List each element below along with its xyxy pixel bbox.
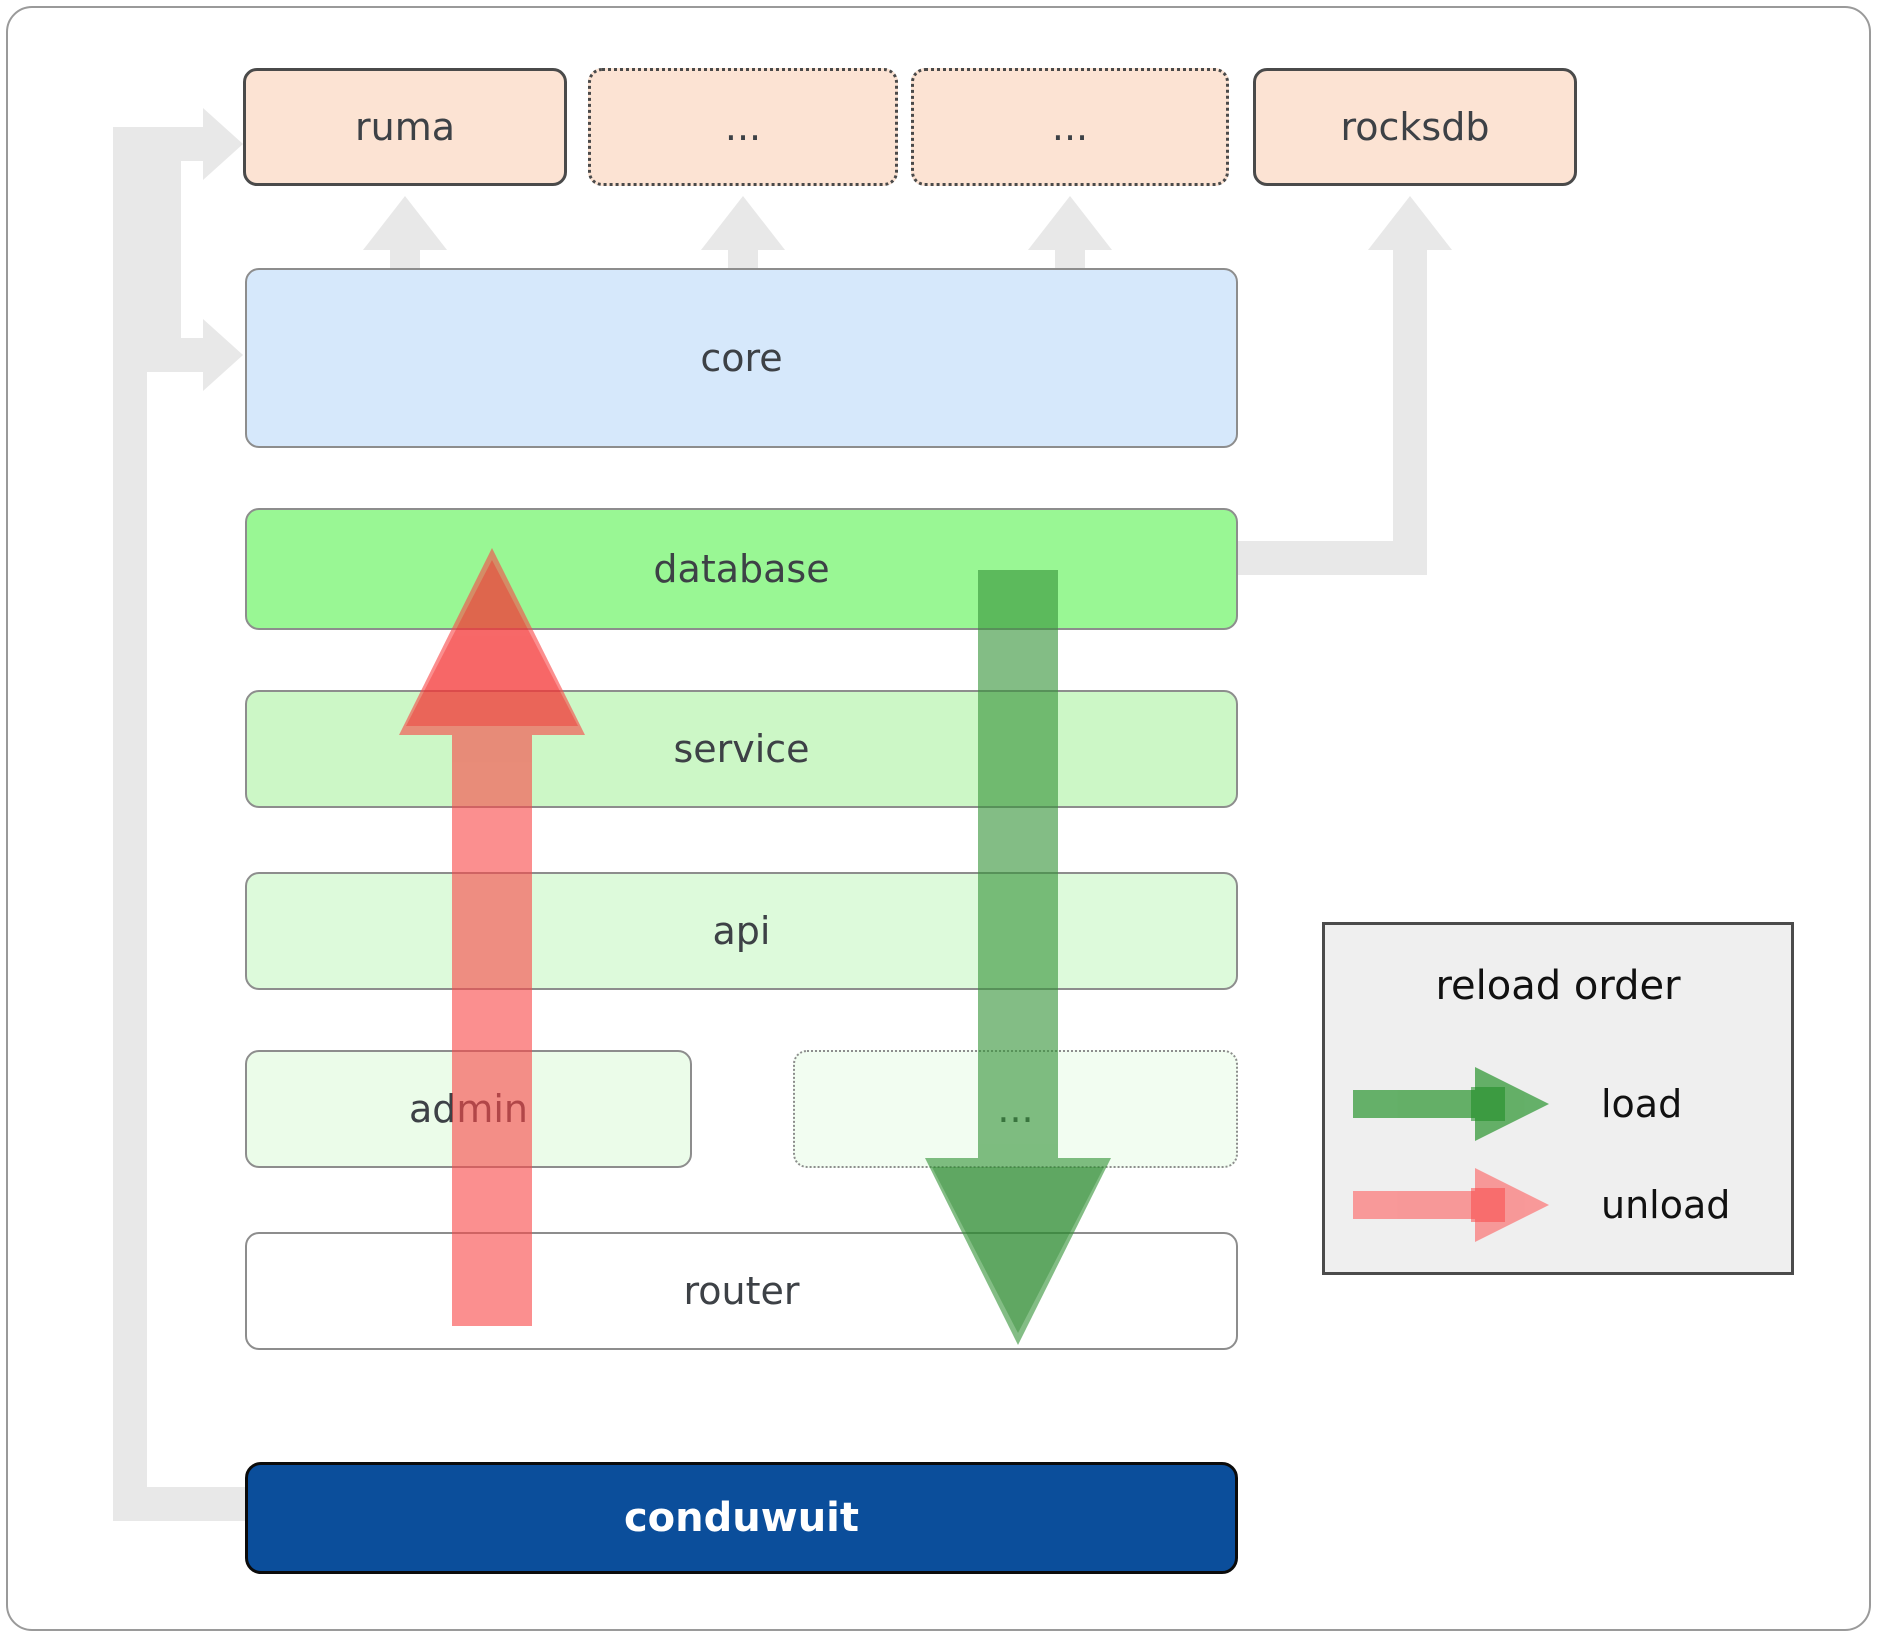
layer-node-ellipsis-3-label: ... bbox=[997, 1087, 1034, 1131]
layer-node-database[interactable]: database bbox=[245, 508, 1238, 630]
dependency-node-ellipsis-2[interactable]: ... bbox=[911, 68, 1229, 186]
root-node-conduwuit[interactable]: conduwuit bbox=[245, 1462, 1238, 1574]
dependency-node-ellipsis-1[interactable]: ... bbox=[588, 68, 898, 186]
layer-node-api[interactable]: api bbox=[245, 872, 1238, 990]
legend-item-unload-label: unload bbox=[1601, 1183, 1731, 1227]
layer-node-core-label: core bbox=[700, 336, 783, 380]
dependency-node-rocksdb[interactable]: rocksdb bbox=[1253, 68, 1577, 186]
legend-title: reload order bbox=[1435, 963, 1681, 1009]
layer-node-core[interactable]: core bbox=[245, 268, 1238, 448]
layer-node-service-label: service bbox=[673, 727, 810, 771]
dependency-node-ellipsis-2-label: ... bbox=[1051, 105, 1089, 149]
layer-node-database-label: database bbox=[653, 547, 830, 591]
layer-node-router[interactable]: router bbox=[245, 1232, 1238, 1350]
legend-panel: reload order load bbox=[1322, 922, 1794, 1275]
layer-node-admin[interactable]: admin bbox=[245, 1050, 692, 1168]
legend-item-load-label: load bbox=[1601, 1082, 1683, 1126]
layer-node-ellipsis-3[interactable]: ... bbox=[793, 1050, 1238, 1168]
root-node-conduwuit-label: conduwuit bbox=[623, 1495, 860, 1541]
load-arrow-icon bbox=[1353, 1067, 1549, 1141]
layer-node-service[interactable]: service bbox=[245, 690, 1238, 808]
legend-item-unload: unload bbox=[1353, 1168, 1773, 1242]
dependency-node-ruma[interactable]: ruma bbox=[243, 68, 567, 186]
layer-node-api-label: api bbox=[712, 909, 771, 953]
legend-item-load: load bbox=[1353, 1067, 1773, 1141]
unload-arrow-icon bbox=[1353, 1168, 1549, 1242]
layer-node-admin-label: admin bbox=[408, 1087, 529, 1131]
dependency-node-ruma-label: ruma bbox=[354, 105, 455, 149]
dependency-node-ellipsis-1-label: ... bbox=[724, 105, 762, 149]
layer-node-router-label: router bbox=[683, 1269, 800, 1313]
dependency-node-rocksdb-label: rocksdb bbox=[1340, 105, 1490, 149]
